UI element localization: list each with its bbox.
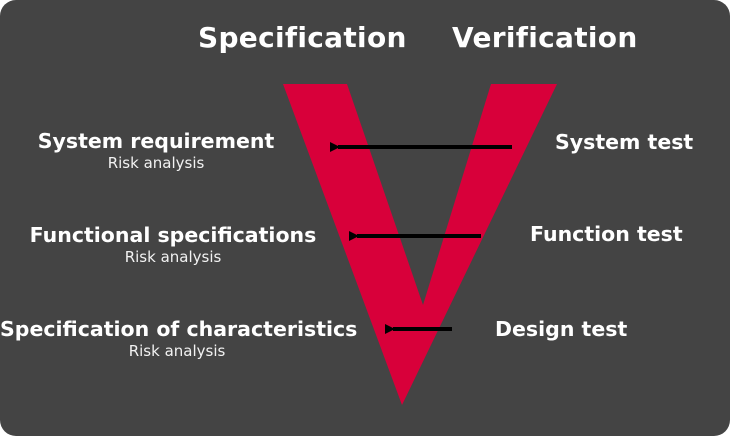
spec-item-system: System requirement Risk analysis	[22, 128, 290, 172]
spec-item-functional: Functional specifications Risk analysis	[26, 222, 320, 266]
spec-label: System requirement	[37, 129, 275, 153]
v-shape	[283, 84, 557, 405]
spec-item-characteristics: Specification of characteristics Risk an…	[0, 316, 358, 360]
specification-header: Specification	[198, 21, 407, 54]
spec-label: Functional specifications	[29, 223, 317, 247]
verification-item-function-test: Function test	[530, 222, 683, 246]
verification-item-system-test: System test	[555, 130, 694, 154]
risk-analysis-label: Risk analysis	[128, 342, 226, 360]
risk-analysis-label: Risk analysis	[124, 248, 222, 266]
verification-item-design-test: Design test	[495, 317, 628, 341]
risk-analysis-label: Risk analysis	[107, 154, 205, 172]
verification-header: Verification	[452, 21, 638, 54]
spec-label: Specification of characteristics	[0, 317, 358, 341]
